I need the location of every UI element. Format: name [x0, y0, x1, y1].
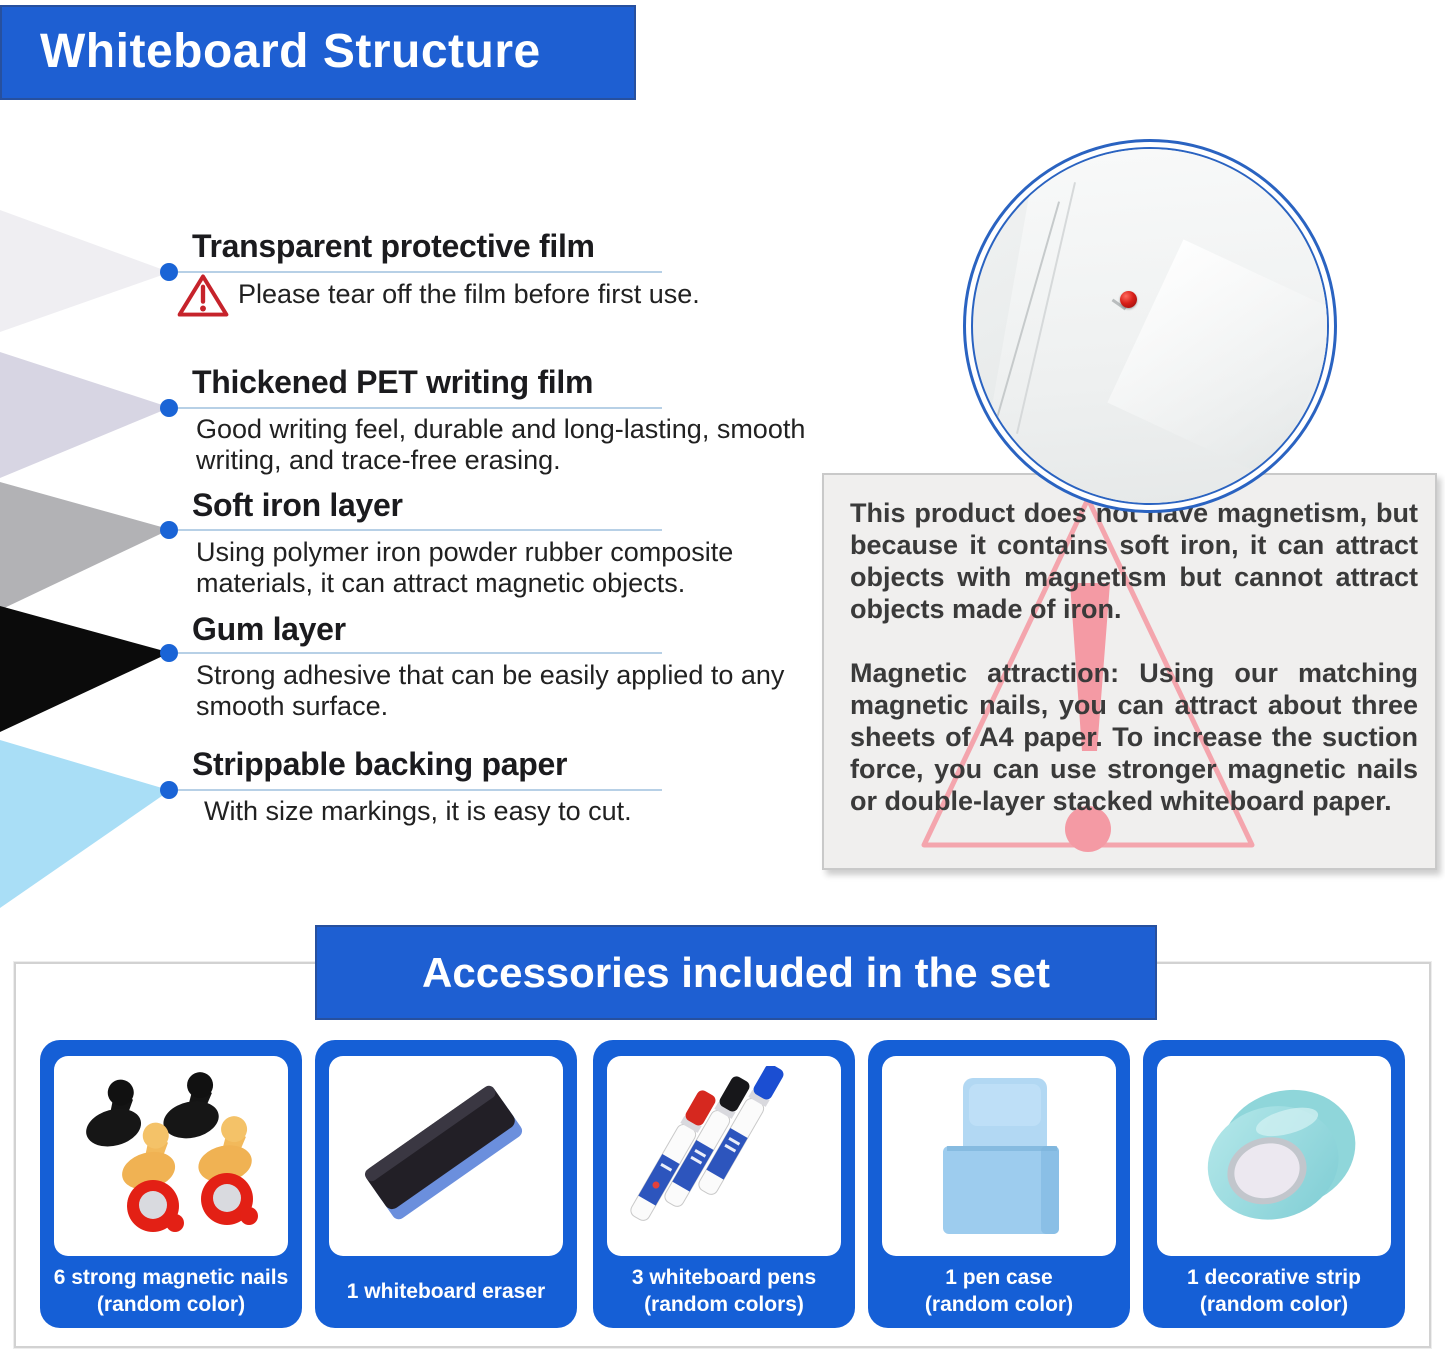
accessory-card-pen-case: 1 pen case (random color)	[868, 1040, 1130, 1328]
accessory-label: 3 whiteboard pens (random colors)	[593, 1262, 855, 1320]
accessory-card-eraser: 1 whiteboard eraser	[315, 1040, 577, 1328]
heading-rule	[178, 529, 662, 531]
layer-dot	[160, 644, 178, 662]
decorative-strip-image	[1157, 1056, 1391, 1256]
magnetism-note-box: This product does not have magnetism, bu…	[822, 473, 1437, 870]
pen-case-icon	[943, 1078, 1059, 1234]
section-heading-protective-film: Transparent protective film	[192, 228, 595, 264]
magnet-demo-photo	[963, 139, 1337, 513]
section-body-pet-film: Good writing feel, durable and long-last…	[196, 414, 806, 475]
accessory-card-pens: 3 whiteboard pens (random colors)	[593, 1040, 855, 1328]
accessory-label: 1 pen case (random color)	[868, 1262, 1130, 1320]
layer-shape-backing-paper	[0, 740, 170, 908]
heading-rule	[178, 271, 662, 273]
heading-rule	[178, 789, 662, 791]
whiteboard-eraser-icon	[364, 1085, 523, 1220]
structure-title-banner: Whiteboard Structure	[0, 5, 636, 100]
whiteboard-pens-icon	[630, 1066, 784, 1221]
heading-rule	[178, 652, 662, 654]
magnetic-nails-icon	[86, 1072, 258, 1232]
accessories-title: Accessories included in the set	[422, 948, 1050, 996]
warning-triangle-icon	[177, 274, 229, 317]
layer-shape-protective-film	[0, 210, 170, 332]
accessory-label-line2: (random color)	[924, 1293, 1074, 1316]
section-heading-backing-paper: Strippable backing paper	[192, 746, 568, 782]
section-heading-pet-film: Thickened PET writing film	[192, 364, 594, 400]
section-body-gum: Strong adhesive that can be easily appli…	[196, 660, 785, 721]
accessory-card-decorative-strip: 1 decorative strip (random color)	[1143, 1040, 1405, 1328]
accessory-label-line1: 6 strong magnetic nails	[53, 1266, 289, 1289]
pink-warning-watermark-icon	[921, 496, 1255, 852]
layer-shape-soft-iron	[0, 482, 170, 610]
accessories-title-banner: Accessories included in the set	[315, 925, 1157, 1020]
decorative-strip-icon	[1207, 1089, 1356, 1220]
accessory-label-line1: 1 pen case	[945, 1266, 1053, 1289]
accessory-label: 1 whiteboard eraser	[315, 1262, 577, 1320]
section-body-protective-film: Please tear off the film before first us…	[238, 279, 700, 309]
note-paragraph-2: Magnetic attraction: Using our matching …	[850, 658, 1418, 816]
section-body-backing-paper: With size markings, it is easy to cut.	[204, 796, 632, 826]
magnetic-nail-icon	[1120, 291, 1137, 308]
accessory-label-line2: (random color)	[1199, 1293, 1349, 1316]
layer-dot	[160, 263, 178, 281]
layer-shape-pet-film	[0, 352, 170, 478]
whiteboard-paper-photo	[971, 147, 1329, 505]
section-heading-soft-iron: Soft iron layer	[192, 487, 403, 523]
note-paragraph-1: This product does not have magnetism, bu…	[850, 498, 1418, 624]
layer-shape-gum	[0, 606, 170, 732]
accessory-label-line2: (random color)	[96, 1293, 246, 1316]
layer-dot	[160, 399, 178, 417]
magnetic-nails-image	[54, 1056, 288, 1256]
accessory-label-line1: 1 whiteboard eraser	[346, 1279, 546, 1303]
accessory-label-line1: 3 whiteboard pens	[631, 1266, 817, 1289]
heading-rule	[178, 407, 662, 409]
accessory-label-line1: 1 decorative strip	[1187, 1266, 1361, 1289]
section-body-soft-iron: Using polymer iron powder rubber composi…	[196, 537, 734, 598]
accessory-label: 6 strong magnetic nails (random color)	[40, 1262, 302, 1320]
layer-dot	[160, 781, 178, 799]
section-heading-gum: Gum layer	[192, 611, 346, 647]
accessory-label-line2: (random colors)	[644, 1293, 804, 1316]
accessory-label: 1 decorative strip (random color)	[1143, 1262, 1405, 1320]
accessory-card-magnetic-nails: 6 strong magnetic nails (random color)	[40, 1040, 302, 1328]
page-title: Whiteboard Structure	[40, 25, 541, 78]
pen-case-image	[882, 1056, 1116, 1256]
eraser-image	[329, 1056, 563, 1256]
layer-dot	[160, 521, 178, 539]
pens-image	[607, 1056, 841, 1256]
